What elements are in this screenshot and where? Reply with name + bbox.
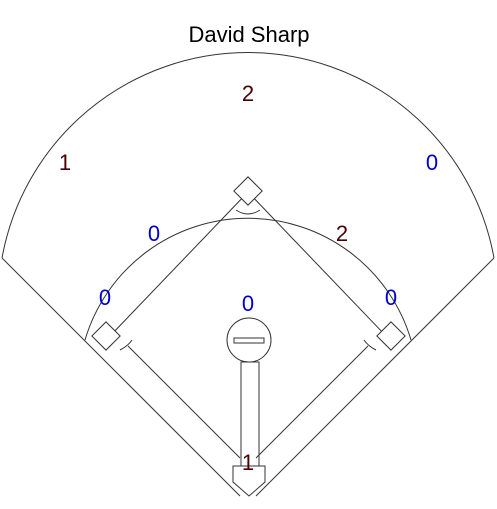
count-pitcher-area: 0: [242, 291, 254, 316]
second-base: [233, 176, 263, 206]
count-right-center-infield: 2: [336, 221, 348, 246]
infield-cutout-first: [363, 339, 377, 351]
count-third-base-area: 0: [99, 285, 111, 310]
infield-cutout-third: [119, 339, 133, 351]
outfield-fence: [1, 52, 495, 259]
right-foul-line: [255, 257, 495, 497]
count-first-base-area: 0: [385, 285, 397, 310]
third-base-line-inner: [127, 345, 241, 459]
first-base-line-inner: [255, 345, 369, 459]
count-center-field: 2: [242, 81, 254, 106]
count-left-center-infield: 0: [148, 221, 160, 246]
pitchers-rubber: [233, 337, 265, 344]
home-plate: [232, 465, 266, 497]
left-foul-line: [1, 257, 241, 497]
infield-cutout-second: [235, 209, 261, 215]
player-name: David Sharp: [188, 22, 309, 47]
count-left-field: 1: [59, 150, 71, 175]
count-right-field: 0: [426, 150, 438, 175]
third-base: [91, 321, 121, 351]
first-base: [376, 321, 406, 351]
infield-arc: [84, 217, 412, 341]
count-home-plate-area: 1: [242, 450, 254, 475]
